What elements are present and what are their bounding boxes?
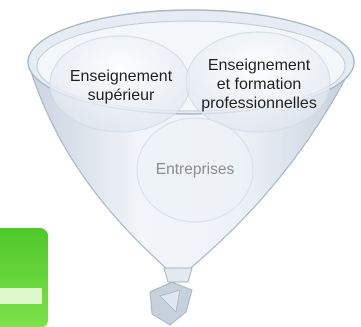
down-arrow-icon	[149, 281, 193, 326]
circle-enseignement-formation	[185, 31, 331, 133]
funnel-neck	[163, 267, 193, 283]
label-enseignement-superieur: Enseignement supérieur	[58, 67, 184, 105]
label-entreprises: Entreprises	[140, 160, 250, 179]
label-line: Enseignement	[69, 68, 173, 85]
label-line: supérieur	[87, 87, 155, 104]
circle-entreprises	[136, 117, 254, 223]
label-line: Enseignement	[207, 57, 311, 74]
label-enseignement-formation: Enseignement et formation professionnell…	[196, 56, 322, 113]
label-line: et formation	[216, 76, 302, 93]
green-box	[0, 228, 48, 327]
label-line: professionnelles	[201, 95, 317, 112]
label-line: Entreprises	[155, 161, 235, 178]
